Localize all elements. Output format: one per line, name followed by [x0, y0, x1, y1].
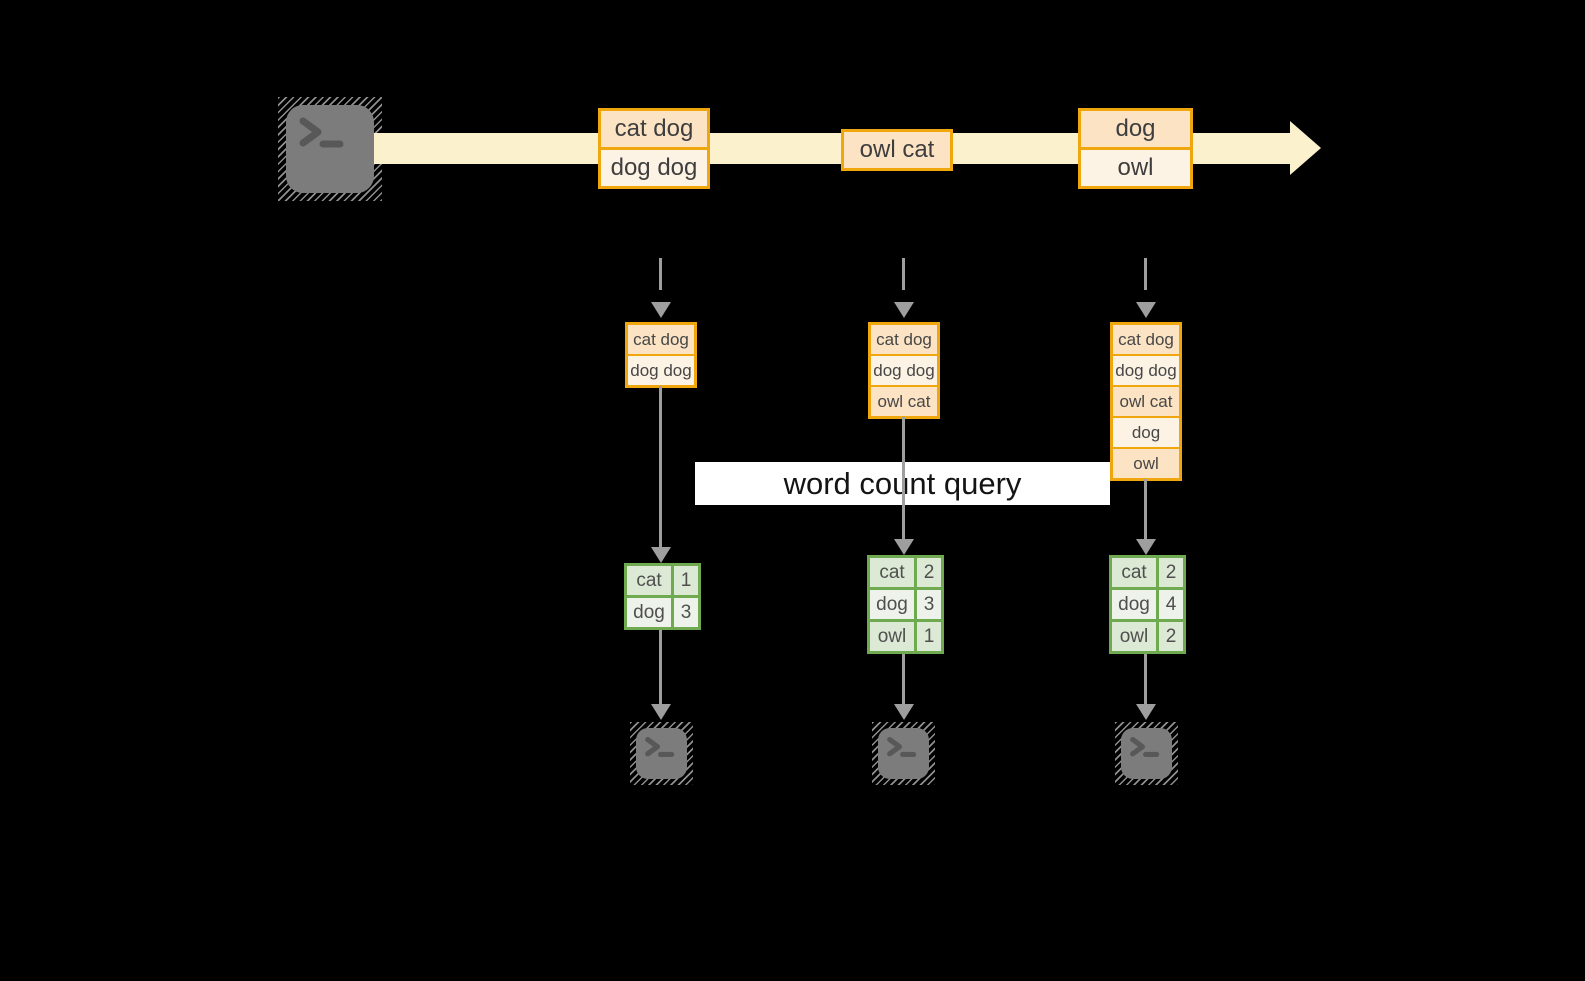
table-cell-count: 1 [917, 622, 941, 651]
sink-terminal-icon [872, 722, 935, 785]
state-to-table-arrow [659, 386, 662, 547]
table-cell-word: cat [1112, 558, 1156, 587]
table-cell-word: dog [1112, 590, 1156, 619]
down-arrowhead-icon [1136, 539, 1156, 555]
state-entry: owl [1113, 449, 1179, 478]
table-to-sink-arrow [1144, 654, 1147, 704]
terminal-prompt-icon [887, 737, 917, 758]
state-entry: owl cat [1113, 387, 1179, 416]
word-count-table-3: cat 2 dog 4 owl 2 [1109, 555, 1186, 654]
state-entry: cat dog [628, 325, 694, 354]
terminal-prompt-icon [645, 737, 675, 758]
table-cell-count: 1 [674, 566, 698, 595]
record-line: owl [1081, 150, 1190, 186]
table-cell-word: cat [627, 566, 671, 595]
state-entry: dog dog [1113, 356, 1179, 385]
table-cell-word: owl [870, 622, 914, 651]
stream-record-2: owl cat [841, 129, 953, 171]
down-arrowhead-icon [894, 302, 914, 318]
table-cell-count: 2 [917, 558, 941, 587]
state-to-table-arrow [902, 417, 905, 539]
down-arrowhead-icon [651, 302, 671, 318]
right-arrowhead-icon [1290, 121, 1321, 175]
terminal-prompt-icon [299, 117, 344, 148]
state-to-table-arrow [1144, 479, 1147, 539]
down-arrowhead-icon [651, 547, 671, 563]
table-cell-count: 2 [1159, 558, 1183, 587]
stream-record-1: cat dog dog dog [598, 108, 710, 189]
terminal-body [286, 105, 374, 193]
terminal-body [1121, 728, 1172, 779]
record-line: dog dog [601, 150, 707, 186]
stream-to-state-arrow [1144, 258, 1147, 290]
source-terminal-icon [278, 97, 382, 201]
terminal-body [878, 728, 929, 779]
state-entry: cat dog [1113, 325, 1179, 354]
terminal-prompt-icon [1130, 737, 1160, 758]
record-line: owl cat [844, 132, 950, 168]
table-cell-count: 4 [1159, 590, 1183, 619]
state-entry: owl cat [871, 387, 937, 416]
down-arrowhead-icon [894, 704, 914, 720]
terminal-body [636, 728, 687, 779]
word-count-table-2: cat 2 dog 3 owl 1 [867, 555, 944, 654]
stream-to-state-arrow [659, 258, 662, 290]
table-cell-word: cat [870, 558, 914, 587]
down-arrowhead-icon [1136, 302, 1156, 318]
table-cell-count: 3 [917, 590, 941, 619]
word-count-table-1: cat 1 dog 3 [624, 563, 701, 630]
table-cell-count: 2 [1159, 622, 1183, 651]
table-cell-count: 3 [674, 598, 698, 627]
table-cell-word: owl [1112, 622, 1156, 651]
stream-to-state-arrow [902, 258, 905, 290]
record-line: cat dog [601, 111, 707, 147]
table-to-sink-arrow [902, 654, 905, 704]
sink-terminal-icon [1115, 722, 1178, 785]
stream-record-3: dog owl [1078, 108, 1193, 189]
table-cell-word: dog [870, 590, 914, 619]
state-box-3: cat dog dog dog owl cat dog owl [1110, 322, 1182, 481]
down-arrowhead-icon [651, 704, 671, 720]
table-to-sink-arrow [659, 630, 662, 704]
state-box-2: cat dog dog dog owl cat [868, 322, 940, 419]
state-entry: dog dog [871, 356, 937, 385]
down-arrowhead-icon [894, 539, 914, 555]
state-entry: dog dog [628, 356, 694, 385]
state-box-1: cat dog dog dog [625, 322, 697, 388]
down-arrowhead-icon [1136, 704, 1156, 720]
table-cell-word: dog [627, 598, 671, 627]
record-line: dog [1081, 111, 1190, 147]
state-entry: cat dog [871, 325, 937, 354]
sink-terminal-icon [630, 722, 693, 785]
state-entry: dog [1113, 418, 1179, 447]
